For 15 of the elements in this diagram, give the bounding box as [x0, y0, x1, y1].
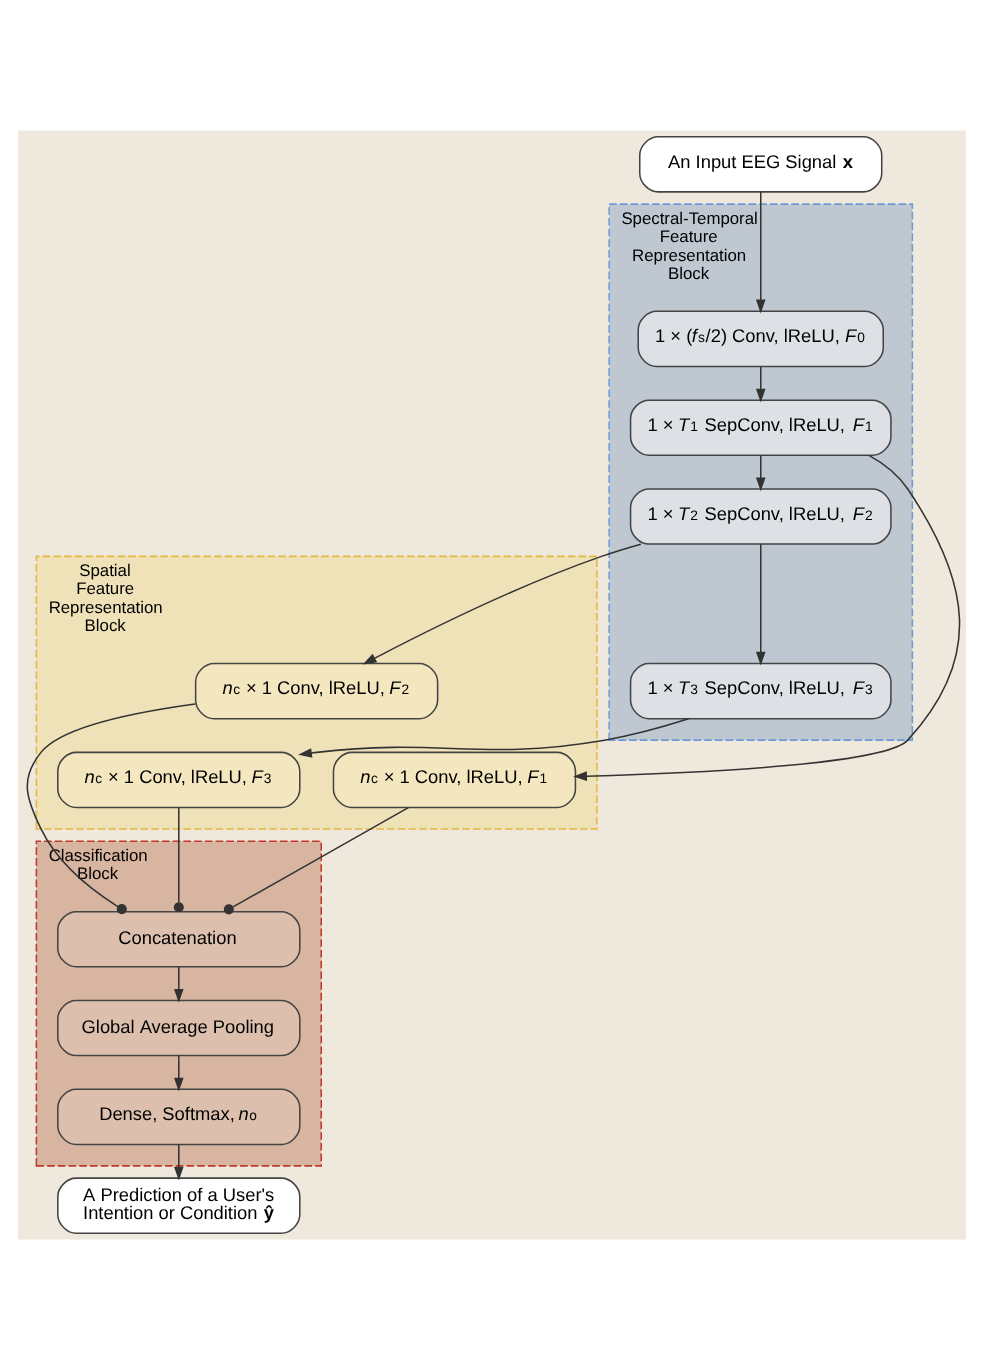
arrow — [172, 966, 183, 1003]
node-box: An Input EEG Signal x — [638, 136, 882, 193]
arrow — [172, 1143, 183, 1181]
node-box: Concatenation — [56, 910, 300, 968]
arrow — [754, 365, 765, 403]
node-box: A Prediction of a User's Intention or Condition ŷ — [56, 1177, 300, 1234]
connector — [25, 703, 195, 915]
arrow — [172, 1055, 183, 1092]
connector — [172, 807, 183, 913]
arrow — [754, 191, 765, 314]
arrow — [754, 543, 765, 666]
arrow — [361, 543, 641, 665]
arrow — [572, 454, 960, 781]
arrow — [754, 454, 765, 492]
node-box: Global Average Pooling — [56, 999, 300, 1057]
